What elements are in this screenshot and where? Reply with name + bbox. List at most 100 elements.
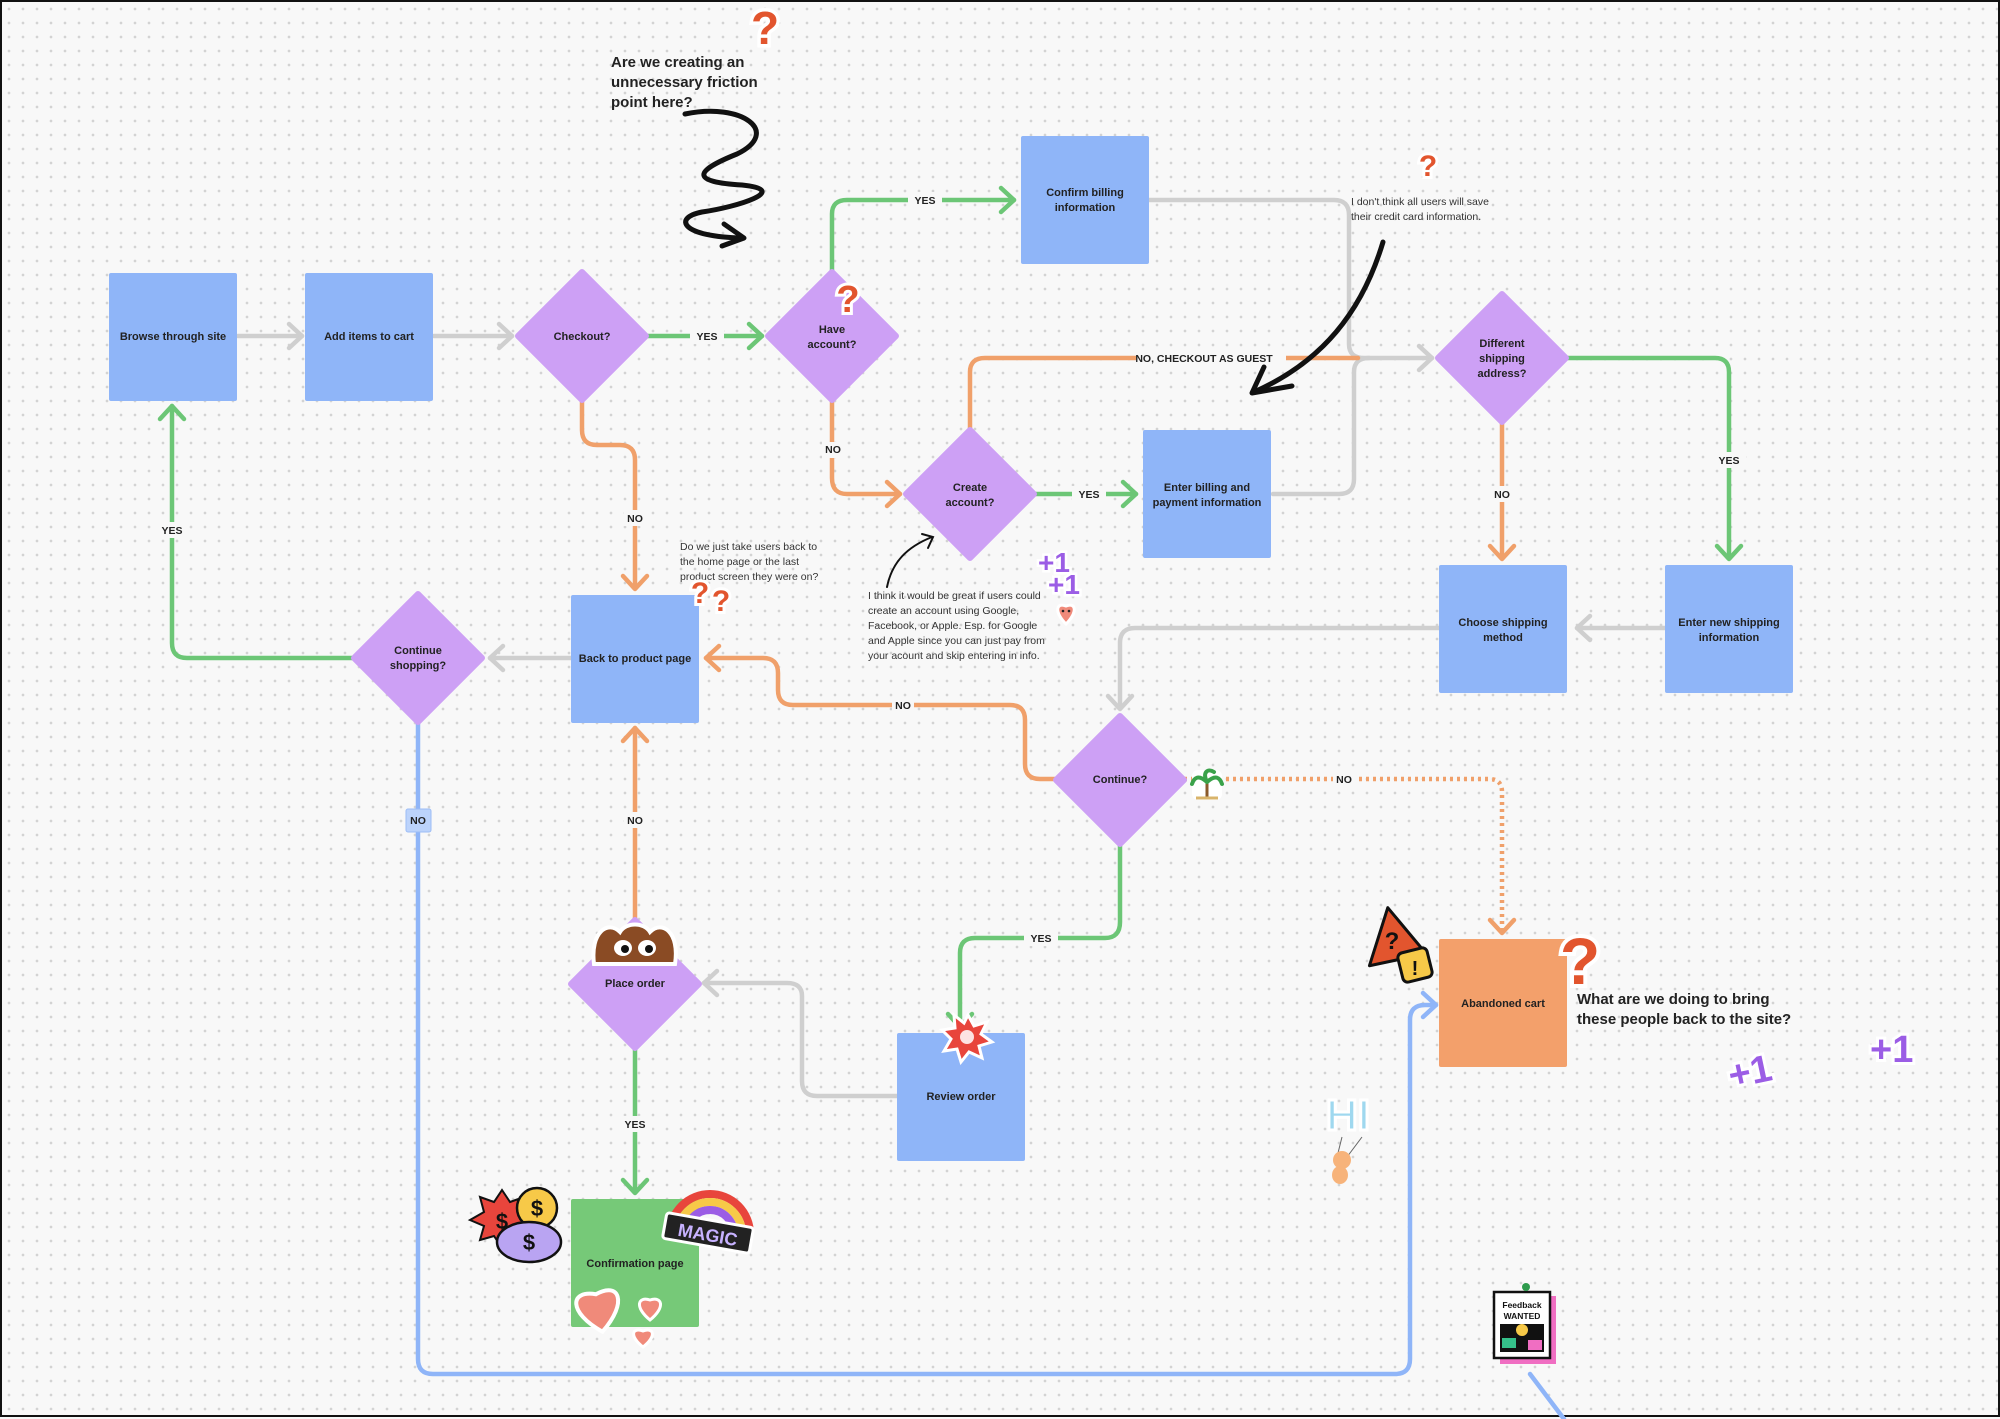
comment-social-login[interactable]: I think it would be great if users could…: [868, 590, 1045, 662]
label-have-account-no: NO: [825, 444, 841, 456]
curved-arrow-drawing: [1251, 239, 1386, 395]
svg-text:Browse through site: Browse through site: [120, 331, 226, 343]
node-different-shipping-decision[interactable]: Different shipping address?: [1435, 291, 1569, 425]
svg-text:?: ?: [1419, 150, 1437, 183]
palm-tree-sticker[interactable]: [1190, 768, 1224, 800]
hi-balloon-sticker[interactable]: HI: [1325, 1090, 1372, 1184]
svg-text:I don't think all users will s: I don't think all users will save: [1351, 196, 1489, 208]
peeking-eyes-sticker[interactable]: [591, 922, 678, 966]
hearts-sticker[interactable]: [574, 1288, 662, 1349]
burst-sticker[interactable]: [938, 1011, 996, 1066]
squiggle-arrow-drawing: [682, 108, 765, 241]
svg-text:?: ?: [691, 577, 709, 610]
arrowhead: [703, 643, 722, 673]
question-mark-sticker[interactable]: ? ?: [1416, 147, 1440, 186]
svg-text:WANTED: WANTED: [1504, 1311, 1541, 1321]
comment-bring-back[interactable]: What are we doing to bring these people …: [1577, 991, 1791, 1028]
svg-text:the home page or the last: the home page or the last: [680, 556, 799, 568]
plus-one-sticker[interactable]: +1 +1 +1 +1: [1036, 545, 1083, 603]
svg-text:$: $: [531, 1196, 543, 1221]
svg-text:+1: +1: [1038, 547, 1070, 578]
svg-text:What are we doing to bring: What are we doing to bring: [1577, 991, 1770, 1008]
svg-text:Back to product page: Back to product page: [579, 653, 691, 665]
edge-continue-no: [703, 655, 1059, 782]
edge-continue-shopping-yes: [169, 403, 357, 661]
node-enter-billing[interactable]: Enter billing and payment information: [1143, 430, 1271, 558]
node-browse[interactable]: Browse through site: [109, 273, 237, 401]
arrowhead: [884, 479, 903, 509]
node-back-to-product[interactable]: Back to product page: [571, 595, 699, 723]
svg-text:?: ?: [712, 585, 730, 618]
plus-one-sticker[interactable]: +1 +1: [1867, 1026, 1916, 1074]
label-checkout-yes: YES: [696, 331, 717, 343]
svg-text:?: ?: [836, 279, 859, 321]
node-choose-shipping[interactable]: Choose shipping method: [1439, 565, 1567, 693]
arrowhead: [286, 321, 305, 351]
comment-friction[interactable]: Are we creating an unnecessary friction …: [611, 54, 758, 111]
question-mark-sticker[interactable]: ? ?: [747, 2, 782, 58]
question-mark-sticker[interactable]: ? ?: [833, 276, 862, 324]
double-question-mark-sticker[interactable]: ? ? ? ?: [688, 574, 733, 621]
node-continue-decision[interactable]: Continue?: [1053, 713, 1187, 847]
edge-continue-no-dotted: [1184, 776, 1505, 932]
arrowhead: [701, 968, 720, 998]
node-checkout-decision[interactable]: Checkout?: [515, 269, 649, 403]
node-have-account-decision[interactable]: Have account?: [765, 269, 899, 403]
money-sticker[interactable]: $ $ $: [467, 1186, 563, 1264]
question-mark-sticker[interactable]: ? ?: [1556, 920, 1604, 1002]
svg-text:payment information: payment information: [1153, 497, 1262, 509]
svg-text:+1: +1: [1048, 569, 1080, 600]
svg-text:point here?: point here?: [611, 94, 693, 111]
svg-text:I think it would be great if u: I think it would be great if users could: [868, 590, 1041, 602]
svg-text:HI: HI: [1326, 1091, 1370, 1140]
node-create-account-decision[interactable]: Create account?: [903, 427, 1037, 561]
svg-text:Continue?: Continue?: [1093, 774, 1148, 786]
svg-text:Confirm billing: Confirm billing: [1046, 187, 1124, 199]
arrowhead: [1574, 613, 1593, 643]
plus-one-sticker[interactable]: +1 +1: [1722, 1044, 1779, 1100]
svg-text:+1: +1: [1038, 547, 1070, 578]
arrowhead: [157, 403, 187, 422]
svg-text:information: information: [1699, 632, 1760, 644]
svg-text:Different: Different: [1479, 338, 1525, 350]
arrowhead: [1416, 343, 1435, 373]
node-enter-new-shipping[interactable]: Enter new shipping information: [1665, 565, 1793, 693]
node-abandoned-cart[interactable]: Abandoned cart: [1439, 939, 1567, 1067]
svg-text:unnecessary friction: unnecessary friction: [611, 74, 758, 91]
svg-text:?: ?: [1560, 924, 1600, 998]
warning-sticker[interactable]: ? !: [1358, 902, 1434, 984]
node-review-order[interactable]: Review order: [897, 1033, 1025, 1161]
svg-text:shopping?: shopping?: [390, 660, 446, 672]
comment-home-page[interactable]: Do we just take users back to the home p…: [680, 541, 818, 583]
svg-text:+1: +1: [1048, 569, 1080, 600]
svg-text:Continue: Continue: [394, 645, 442, 657]
feedback-wanted-sticker[interactable]: Feedback WANTED: [1492, 1283, 1556, 1364]
arrowhead: [1420, 990, 1439, 1020]
node-continue-shopping-decision[interactable]: Continue shopping?: [351, 591, 485, 725]
svg-text:information: information: [1055, 202, 1116, 214]
arrowhead: [1487, 543, 1517, 562]
arrowhead: [1120, 479, 1139, 509]
label-different-shipping-yes: YES: [1718, 455, 1739, 467]
svg-text:+1: +1: [1725, 1047, 1776, 1097]
label-continue-no: NO: [895, 700, 911, 712]
label-continue-shopping-yes: YES: [161, 525, 182, 537]
edge-continue-shopping-no: [415, 719, 1439, 1377]
svg-text:?: ?: [1560, 924, 1600, 998]
svg-text:Are we creating an: Are we creating an: [611, 54, 744, 71]
curved-arrowhead: [1249, 364, 1295, 396]
svg-text:Do we just take users back to: Do we just take users back to: [680, 541, 817, 553]
svg-text:!: !: [1412, 958, 1419, 980]
svg-text:method: method: [1483, 632, 1523, 644]
comment-credit-card[interactable]: I don't think all users will save their …: [1351, 196, 1489, 223]
edge-have-account-yes: [829, 197, 1017, 275]
svg-text:Choose shipping: Choose shipping: [1458, 617, 1547, 629]
smiling-heart-sticker[interactable]: [1056, 603, 1076, 627]
node-add-items[interactable]: Add items to cart: [305, 273, 433, 401]
arrowhead: [998, 185, 1017, 215]
arrowhead: [1487, 917, 1517, 936]
svg-text:Create: Create: [953, 482, 987, 494]
edge-choose-shipping-to-continue: [1117, 625, 1442, 711]
node-confirm-billing[interactable]: Confirm billing information: [1021, 136, 1149, 264]
